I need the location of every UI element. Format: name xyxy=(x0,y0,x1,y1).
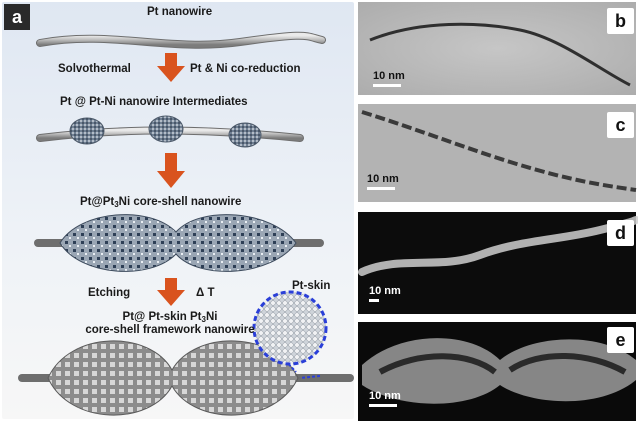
tem-image-c xyxy=(358,104,636,202)
scale-bar-d xyxy=(369,299,379,302)
label-intermediates: Pt @ Pt-Ni nanowire Intermediates xyxy=(60,96,248,108)
panel-label-c: c xyxy=(607,112,634,138)
ptni-intermediate-2 xyxy=(148,115,184,143)
ptni-intermediate-3 xyxy=(228,122,262,148)
scale-bar-c xyxy=(367,187,395,190)
ptni-intermediate-1 xyxy=(69,117,105,145)
label-delta-t: Δ T xyxy=(196,287,215,299)
label-core-shell: Pt@Pt3Ni core-shell nanowire xyxy=(80,196,242,209)
label-pt-nanowire: Pt nanowire xyxy=(147,6,213,18)
label-solvothermal: Solvothermal xyxy=(58,63,131,75)
scale-label-e: 10 nm xyxy=(369,390,401,402)
pt-skin-inset xyxy=(252,290,328,366)
label-etching: Etching xyxy=(88,287,131,299)
panel-label-b: b xyxy=(607,8,634,34)
scale-bar-b xyxy=(373,84,401,87)
label-pt-skin: Pt-skin xyxy=(292,280,331,292)
arrow-step-2 xyxy=(157,153,185,188)
scale-label-d: 10 nm xyxy=(369,285,401,297)
panel-label-a: a xyxy=(4,4,30,30)
scale-label-c: 10 nm xyxy=(367,173,399,185)
label-co-reduction: Pt & Ni co-reduction xyxy=(190,63,301,75)
arrow-step-1 xyxy=(157,53,185,82)
label-framework: Pt@ Pt-skin Pt3Ni core-shell framework n… xyxy=(85,311,255,336)
arrow-step-3 xyxy=(157,278,185,306)
pt3ni-shell xyxy=(59,214,297,272)
scale-bar-e xyxy=(369,404,397,407)
panel-label-e: e xyxy=(607,327,634,353)
tem-image-b xyxy=(358,2,636,95)
scale-label-b: 10 nm xyxy=(373,70,405,82)
panel-label-d: d xyxy=(607,220,634,246)
framework-shell xyxy=(47,340,299,416)
